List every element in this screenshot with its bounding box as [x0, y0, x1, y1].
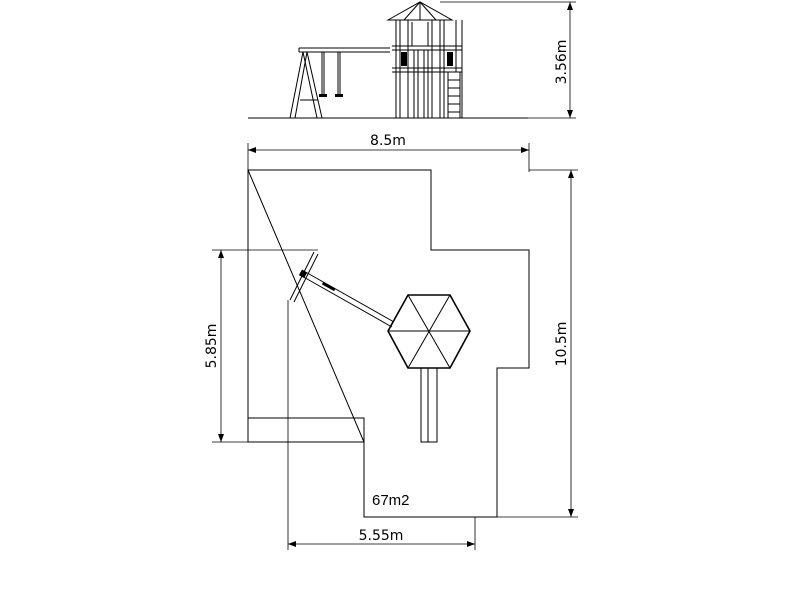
- area-label: 67m2: [372, 492, 410, 509]
- length-dimension: 10.5m: [497, 169, 578, 518]
- plan-view: 8.5m 10.5m 5.85m: [204, 133, 578, 550]
- height-dimension: 3.56m: [440, 1, 576, 119]
- slide-plan: [420, 367, 438, 443]
- swing-beam-plan: [289, 251, 395, 328]
- swing-frame: [289, 47, 390, 119]
- height-label: 3.56m: [554, 40, 570, 85]
- inner-height-label: 5.85m: [204, 324, 220, 369]
- elevation-view: 3.56m: [248, 1, 576, 119]
- width-label: 8.5m: [370, 133, 406, 149]
- safety-zone-outline: [247, 169, 530, 518]
- safety-zone-boundary: [247, 169, 530, 518]
- length-label: 10.5m: [554, 322, 570, 367]
- inner-width-dimension: 5.55m: [287, 300, 476, 550]
- tower: [386, 1, 463, 118]
- inner-height-dimension: 5.85m: [204, 249, 318, 443]
- width-dimension: 8.5m: [247, 133, 530, 172]
- inner-width-label: 5.55m: [359, 528, 404, 544]
- tower-roof-plan: [387, 294, 471, 369]
